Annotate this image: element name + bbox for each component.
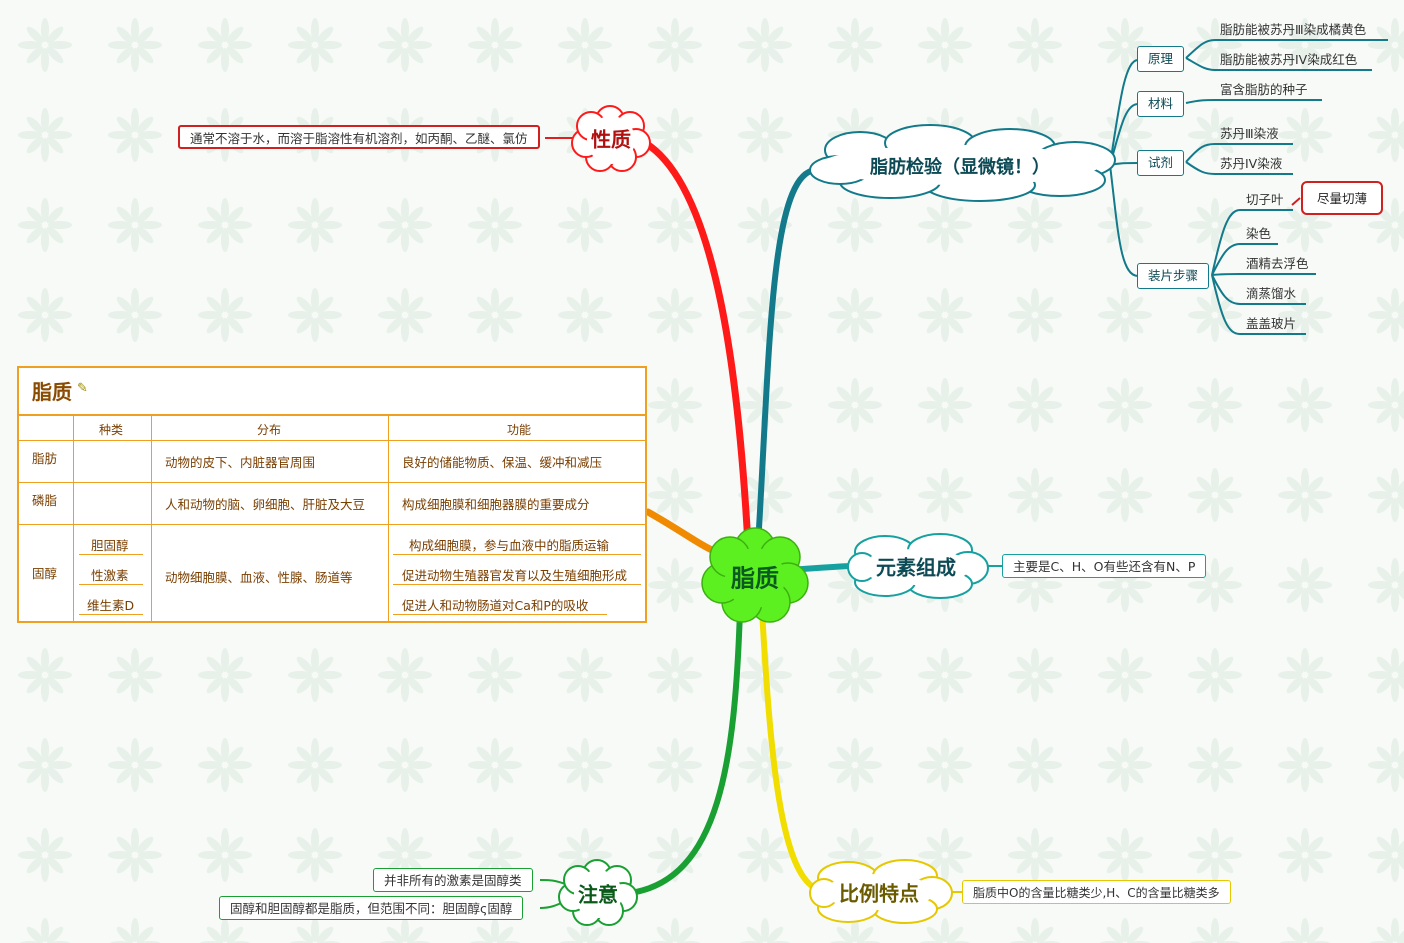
th-func: 功能	[507, 423, 532, 437]
row-linzhi-dist: 人和动物的脑、卵细胞、肝脏及大豆	[165, 497, 366, 512]
jianyan-cailiao[interactable]: 材料	[1137, 91, 1185, 117]
branch-zhuyi[interactable]: 注意	[578, 882, 618, 907]
center-topic[interactable]: 脂质	[731, 564, 779, 593]
buzhou-item-1[interactable]: 切子叶	[1246, 192, 1284, 207]
link-zhuyi	[627, 607, 743, 896]
row-guchun-dist: 动物细胞膜、血液、性腺、肠道等	[165, 570, 353, 585]
buzhou-item-4[interactable]: 滴蒸馏水	[1246, 286, 1297, 301]
branch-yuansu[interactable]: 元素组成	[876, 555, 956, 580]
row-zhifang-func: 良好的储能物质、保温、缓冲和减压	[402, 455, 603, 470]
bili-item[interactable]: 脂质中O的含量比糖类少,H、C的含量比糖类多	[962, 880, 1231, 904]
shiji-item-2[interactable]: 苏丹IV染液	[1220, 156, 1283, 171]
row-linzhi-func: 构成细胞膜和细胞器膜的重要成分	[402, 497, 590, 512]
jianyan-yuanli[interactable]: 原理	[1137, 46, 1185, 72]
row-guchun-func-2: 促进动物生殖器官发育以及生殖细胞形成	[402, 568, 628, 583]
xingzhi-item[interactable]: 通常不溶于水，而溶于脂溶性有机溶剂，如丙酮、乙醚、氯仿	[178, 125, 540, 149]
th-dist: 分布	[257, 423, 282, 437]
zhuyi-item-1[interactable]: 并非所有的激素是固醇类	[373, 868, 533, 892]
note-link-icon[interactable]: ✎	[77, 381, 88, 396]
link-jianyan	[755, 167, 818, 548]
row-zhifang-name: 脂肪	[32, 451, 58, 466]
buzhou-item-2[interactable]: 染色	[1246, 226, 1272, 241]
table-title: 脂质	[32, 380, 72, 404]
branch-jianyan[interactable]: 脂肪检验（显微镜！）	[870, 157, 1050, 178]
row-guchun-name: 固醇	[32, 566, 58, 581]
yuanli-item-1[interactable]: 脂肪能被苏丹Ⅲ染成橘黄色	[1220, 22, 1367, 37]
zhuyi-item-2[interactable]: 固醇和胆固醇都是脂质，但范围不同：胆固醇ς固醇	[219, 896, 524, 920]
yuansu-item[interactable]: 主要是C、H、O有些还含有N、P	[1002, 554, 1207, 578]
center-cloud	[701, 527, 809, 623]
buzhou-note[interactable]: 尽量切薄	[1301, 181, 1384, 215]
row-guchun-sub-2: 性激素	[91, 568, 129, 583]
link-bili	[759, 607, 823, 893]
row-zhifang-dist: 动物的皮下、内脏器官周围	[165, 455, 316, 470]
cailiao-item-1[interactable]: 富含脂肪的种子	[1220, 82, 1308, 97]
link-table	[644, 508, 716, 554]
branch-xingzhi[interactable]: 性质	[591, 127, 631, 152]
shiji-item-1[interactable]: 苏丹Ⅲ染液	[1220, 126, 1279, 141]
jianyan-shiji[interactable]: 试剂	[1137, 150, 1185, 176]
branch-bili[interactable]: 比例特点	[839, 881, 919, 906]
yuanli-item-2[interactable]: 脂肪能被苏丹IV染成红色	[1220, 52, 1358, 67]
buzhou-item-5[interactable]: 盖盖玻片	[1246, 316, 1297, 331]
row-linzhi-name: 磷脂	[32, 493, 58, 508]
link-xingzhi	[636, 136, 752, 549]
buzhou-item-3[interactable]: 酒精去浮色	[1246, 256, 1309, 271]
th-kind: 种类	[99, 423, 124, 437]
lipid-table: 脂质 ✎ 种类 分布 功能 脂肪 动物的皮下、内脏器官周围 良好的储能物质、保温…	[17, 366, 647, 623]
row-guchun-func-3: 促进人和动物肠道对Ca和P的吸收	[402, 598, 589, 613]
row-guchun-func-1: 构成细胞膜，参与血液中的脂质运输	[409, 538, 610, 553]
row-guchun-sub-3: 维生素D	[87, 598, 135, 613]
row-guchun-sub-1: 胆固醇	[91, 538, 129, 553]
jianyan-buzhou[interactable]: 装片步骤	[1137, 263, 1210, 289]
